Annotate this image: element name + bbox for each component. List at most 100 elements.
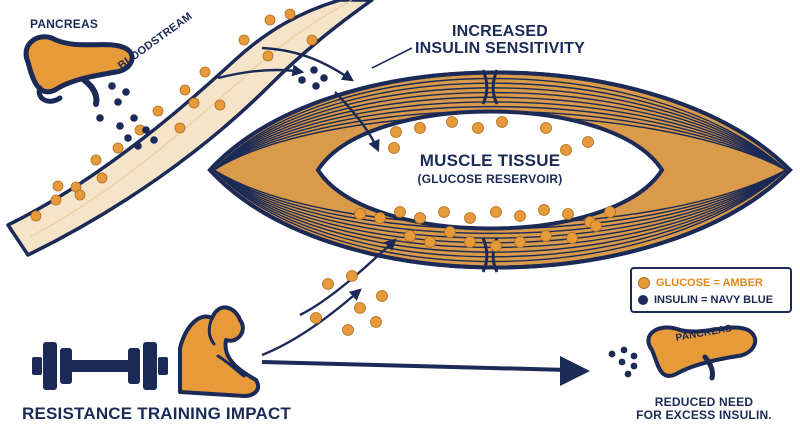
- increased-line2: INSULIN SENSITIVITY: [414, 39, 586, 57]
- legend-glucose-text: GLUCOSE = AMBER: [656, 276, 763, 289]
- insulin-dot: [624, 370, 632, 378]
- muscle-fiber-line: [213, 106, 787, 171]
- muscle-glucose-dots: [354, 116, 616, 252]
- glucose-dot: [96, 172, 108, 184]
- insulin-dot: [108, 82, 116, 90]
- glucose-dot: [30, 210, 42, 222]
- insulin-dot-icon: [638, 294, 648, 305]
- legend: GLUCOSE = AMBER INSULIN = NAVY BLUE: [630, 267, 792, 313]
- glucose-dot: [354, 208, 366, 220]
- muscle-tissue: [207, 69, 793, 273]
- glucose-dot: [214, 99, 226, 111]
- muscle-fiber-line: [213, 77, 787, 171]
- increased-sensitivity-label: INCREASED INSULIN SENSITIVITY: [400, 23, 600, 58]
- legend-insulin: INSULIN = NAVY BLUE: [638, 291, 784, 308]
- glucose-dot: [604, 206, 616, 218]
- insulin-dot: [116, 122, 124, 130]
- glucose-dot: [310, 312, 322, 324]
- glucose-dot: [446, 116, 458, 128]
- insulin-dots: [96, 66, 328, 150]
- muscle-fiber-line: [213, 169, 787, 234]
- glucose-dot: [388, 142, 400, 154]
- glucose-dot: [394, 206, 406, 218]
- glucose-dot: [540, 230, 552, 242]
- reduced-line1: REDUCED NEED: [654, 395, 754, 409]
- arrow-bloodstream-to-muscle-2: [217, 64, 305, 80]
- insulin-dot: [122, 88, 130, 96]
- glucose-dot: [264, 14, 276, 26]
- uptake-glucose-dots: [310, 270, 388, 336]
- resistance-training-label: RESISTANCE TRAINING IMPACT: [22, 404, 292, 423]
- glucose-dot: [199, 66, 211, 78]
- glucose-dot: [346, 270, 358, 282]
- glucose-dot: [444, 226, 456, 238]
- glucose-dot: [342, 324, 354, 336]
- glucose-dot: [496, 116, 508, 128]
- glucose-dot: [514, 236, 526, 248]
- insulin-dot: [312, 82, 320, 90]
- glucose-dot: [538, 204, 550, 216]
- muscle-fiber-line: [213, 101, 787, 171]
- insulin-dot: [608, 350, 616, 358]
- insulin-dot: [630, 362, 638, 370]
- glucose-dot: [566, 232, 578, 244]
- glucose-dot: [490, 240, 502, 252]
- dumbbell-icon: [32, 342, 168, 390]
- glucose-dot: [414, 212, 426, 224]
- insulin-dot: [320, 74, 328, 82]
- glucose-dot: [179, 84, 191, 96]
- glucose-dot: [74, 189, 86, 201]
- pancreas-icon: [23, 34, 135, 107]
- bloodstream-vessel: [6, 0, 374, 257]
- glucose-dot: [354, 302, 366, 314]
- glucose-dot: [490, 206, 502, 218]
- glucose-dot: [560, 144, 572, 156]
- glucose-dot: [590, 220, 602, 232]
- insulin-dot: [150, 136, 158, 144]
- muscle-tissue-subtitle: (GLUCOSE RESERVOIR): [417, 172, 563, 186]
- glucose-dot: [112, 142, 124, 154]
- glucose-dot: [562, 208, 574, 220]
- glucose-dot: [262, 50, 274, 62]
- glucose-dot: [52, 180, 64, 192]
- insulin-dot: [630, 352, 638, 360]
- muscle-fiber-line: [213, 96, 787, 171]
- flexed-arm-icon: [178, 305, 261, 398]
- reduced-insulin-dots: [608, 346, 638, 378]
- increased-line1: INCREASED: [451, 23, 549, 40]
- glucose-dot: [540, 122, 552, 134]
- glucose-dot: [322, 278, 334, 290]
- glucose-dot: [390, 126, 402, 138]
- glucose-dot: [50, 194, 62, 206]
- arrow-glucose-uptake-1: [299, 238, 397, 317]
- pancreas-label-top: PANCREAS: [30, 17, 99, 31]
- flow-arrows: [217, 46, 413, 357]
- pancreas-icon-bottom: [646, 325, 758, 381]
- muscle-fiber-line: [213, 169, 787, 239]
- reduced-need-label: REDUCED NEED FOR EXCESS INSULIN.: [612, 396, 796, 421]
- arrow-bloodstream-to-muscle-1: [261, 46, 354, 82]
- glucose-dot: [464, 236, 476, 248]
- glucose-dot: [374, 212, 386, 224]
- glucose-dot-icon: [638, 276, 650, 289]
- glucose-dot: [376, 290, 388, 302]
- arrow-label-pointer: [371, 47, 413, 69]
- glucose-dot: [306, 34, 318, 46]
- insulin-dot: [142, 126, 150, 134]
- insulin-dot: [620, 346, 628, 354]
- glucose-dot: [582, 136, 594, 148]
- insulin-dot: [96, 114, 104, 122]
- glucose-dot: [174, 122, 186, 134]
- arrow-glucose-uptake-2: [261, 288, 362, 357]
- bloodstream-glucose-dots: [30, 8, 318, 222]
- insulin-dot: [618, 358, 626, 366]
- glucose-dot: [424, 236, 436, 248]
- insulin-dot: [134, 142, 142, 150]
- glucose-dot: [404, 230, 416, 242]
- legend-glucose: GLUCOSE = AMBER: [638, 274, 784, 291]
- glucose-dot: [464, 212, 476, 224]
- insulin-dot: [130, 114, 138, 122]
- glucose-dot: [90, 154, 102, 166]
- glucose-dot: [370, 316, 382, 328]
